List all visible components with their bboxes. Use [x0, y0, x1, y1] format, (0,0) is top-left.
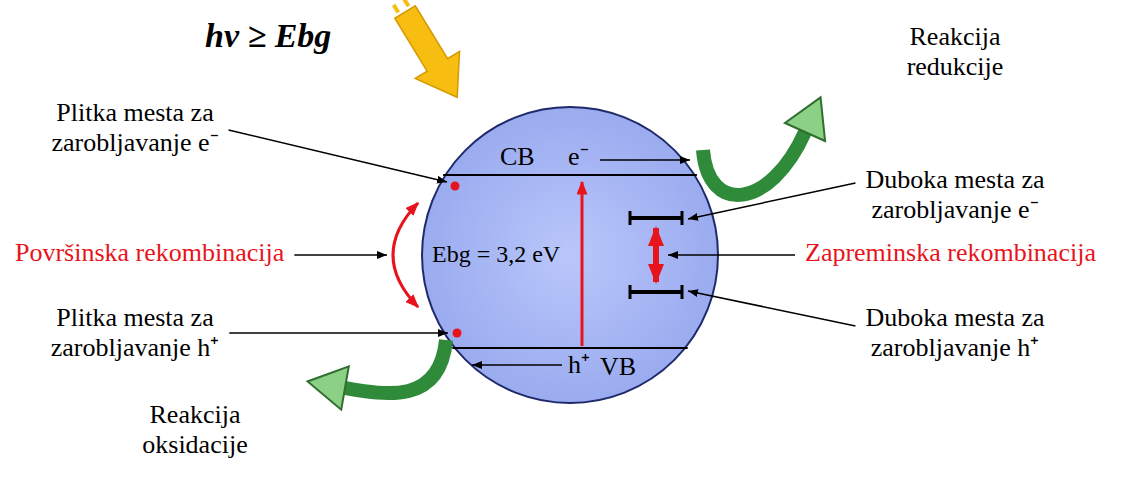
deep-trap-tick	[681, 285, 684, 299]
deep-trap-tick	[629, 285, 632, 299]
deep-trap-level	[630, 290, 682, 294]
recombination-arrow	[393, 203, 418, 307]
reaction-label: Reakcija oksidacije	[120, 400, 270, 460]
reaction-arrow-shaft	[703, 132, 805, 195]
charge-symbol: h⁺	[568, 350, 590, 380]
excitation-arrow	[581, 182, 584, 346]
recombination-arrow	[653, 228, 659, 282]
particle-circle: CB e⁻ Ebg = 3,2 eV h⁺ VB	[420, 105, 720, 405]
photon-arrow-body	[383, 0, 480, 111]
trap-label: Plitka mesta za zarobljavanje e⁻	[5, 98, 265, 158]
conduction-band-line	[443, 174, 697, 176]
reaction-label: Reakcija redukcije	[885, 22, 1025, 82]
trap-label: Duboka mesta za zarobljavanje h⁺	[825, 303, 1085, 363]
leader-line	[229, 332, 448, 334]
leader-line	[668, 254, 795, 256]
electron-arrow	[600, 159, 690, 161]
band-name: VB	[600, 352, 636, 382]
trap-label: Plitka mesta za zarobljavanje h⁺	[5, 303, 265, 363]
leader-line	[688, 291, 855, 326]
oxidation-arrow	[308, 340, 446, 410]
charge-symbol: e⁻	[568, 142, 589, 172]
particle-body	[422, 107, 718, 403]
recombination-label: Zapreminska rekombinacija	[805, 238, 1096, 268]
reaction-arrow-shaft	[345, 340, 446, 393]
leader-line	[229, 130, 447, 182]
deep-trap-level	[630, 216, 682, 220]
trap-label: Duboka mesta za zarobljavanje e⁻	[825, 165, 1085, 225]
band-name: CB	[500, 142, 535, 172]
band-gap-value: Ebg = 3,2 eV	[432, 241, 560, 269]
leader-line	[294, 254, 387, 256]
reaction-arrow-head	[785, 97, 825, 141]
valence-band-line	[452, 347, 687, 349]
photon-energy: hν ≥ Ebg	[205, 16, 331, 55]
photon-arrow	[377, 0, 480, 111]
leader-line	[688, 183, 855, 219]
photon-arrow-stripe	[404, 0, 409, 6]
reaction-arrow-head	[308, 366, 349, 409]
shallow-trap-dot	[453, 329, 462, 338]
deep-trap-tick	[681, 211, 684, 225]
shallow-trap-dot	[451, 182, 460, 191]
hole-arrow	[472, 364, 562, 366]
photon-arrow-stripe	[394, 5, 399, 13]
recombination-label: Površinska rekombinacija	[15, 238, 284, 268]
reduction-arrow	[703, 97, 825, 195]
deep-trap-tick	[629, 211, 632, 225]
